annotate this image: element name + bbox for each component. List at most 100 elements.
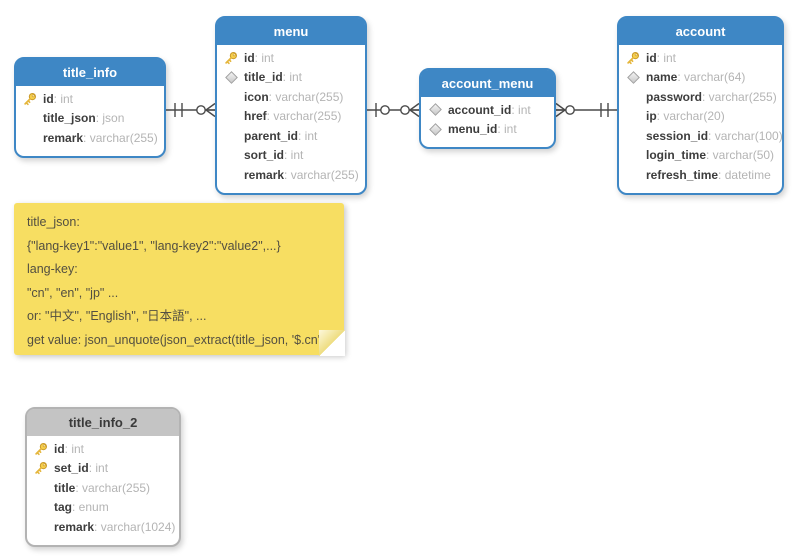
- index-diamond-icon: [427, 121, 443, 137]
- field-name: menu_id: [448, 122, 498, 137]
- sticky-note[interactable]: title_json:{"lang-key1":"value1", "lang-…: [14, 203, 345, 356]
- primary-key-icon: [625, 50, 641, 66]
- sticky-note-line: lang-key:: [27, 262, 78, 276]
- table-title-menu[interactable]: menu: [217, 18, 365, 45]
- field-icon-spacer: [625, 108, 641, 124]
- field-row-title_info-title_json[interactable]: title_json: json: [16, 109, 164, 129]
- relationship-title_info-menu[interactable]: [166, 102, 216, 118]
- field-icon-spacer: [223, 167, 239, 183]
- field-icon-spacer: [22, 110, 38, 126]
- field-row-account-name[interactable]: name: varchar(64): [619, 68, 782, 88]
- field-type: : int: [254, 50, 275, 65]
- table-title-title_info[interactable]: title_info: [16, 59, 164, 86]
- field-type: : varchar(1024): [94, 519, 176, 534]
- field-type: : datetime: [718, 167, 771, 182]
- field-type: : int: [298, 128, 318, 143]
- primary-key-icon: [22, 91, 38, 107]
- field-name: session_id: [646, 128, 709, 143]
- field-row-menu-remark[interactable]: remark: varchar(255): [217, 165, 365, 185]
- field-name: title_json: [43, 111, 96, 126]
- field-row-title_info_2-set_id[interactable]: set_id: int: [27, 459, 179, 479]
- field-row-menu-title_id[interactable]: title_id: int: [217, 68, 365, 88]
- field-row-account-id[interactable]: id: int: [619, 48, 782, 68]
- field-name: remark: [54, 519, 95, 534]
- field-type: : int: [282, 70, 303, 85]
- field-type: : int: [284, 148, 304, 163]
- sticky-note-line: {"lang-key1":"value1", "lang-key2":"valu…: [27, 238, 281, 253]
- field-row-title_info_2-id[interactable]: id: int: [27, 439, 179, 459]
- field-name: refresh_time: [646, 167, 719, 182]
- field-name: id: [244, 50, 255, 65]
- field-type: : varchar(50): [706, 148, 775, 163]
- field-type: : int: [64, 441, 85, 456]
- primary-key-icon: [33, 441, 49, 457]
- field-row-menu-id[interactable]: id: int: [217, 48, 365, 68]
- field-name: parent_id: [244, 128, 299, 143]
- relationship-account_menu-account[interactable]: [555, 102, 617, 118]
- field-row-menu-sort_id[interactable]: sort_id: int: [217, 146, 365, 166]
- relationship-menu-account_menu[interactable]: [367, 102, 420, 118]
- table-title-title_info_2[interactable]: title_info_2: [27, 409, 179, 436]
- field-icon-spacer: [223, 128, 239, 144]
- field-row-account-session_id[interactable]: session_id: varchar(100): [619, 126, 783, 146]
- field-type: : varchar(100): [708, 128, 783, 143]
- field-name: remark: [43, 130, 84, 145]
- field-name: password: [646, 89, 703, 104]
- field-type: : int: [53, 91, 74, 106]
- field-type: : varchar(255): [702, 89, 777, 104]
- field-icon-spacer: [625, 167, 641, 183]
- field-name: href: [244, 109, 267, 124]
- field-row-title_info-id[interactable]: id: int: [16, 89, 164, 109]
- field-type: : int: [511, 102, 531, 117]
- field-name: tag: [54, 500, 72, 515]
- table-title-account_menu[interactable]: account_menu: [421, 70, 554, 97]
- field-row-account-login_time[interactable]: login_time: varchar(50): [619, 146, 782, 166]
- table-title-account[interactable]: account: [619, 18, 782, 45]
- field-name: account_id: [448, 102, 512, 117]
- field-name: id: [43, 91, 54, 106]
- field-row-account_menu-account_id[interactable]: account_id: int: [421, 100, 554, 120]
- field-row-menu-parent_id[interactable]: parent_id: int: [217, 126, 365, 146]
- field-icon-spacer: [33, 519, 49, 535]
- field-icon-spacer: [625, 89, 641, 105]
- field-row-title_info_2-remark[interactable]: remark: varchar(1024): [27, 517, 179, 537]
- field-row-title_info-remark[interactable]: remark: varchar(255): [16, 128, 164, 148]
- field-name: set_id: [54, 461, 89, 476]
- field-name: login_time: [646, 148, 707, 163]
- field-row-account_menu-menu_id[interactable]: menu_id: int: [421, 120, 554, 140]
- field-name: id: [646, 50, 657, 65]
- field-row-title_info_2-tag[interactable]: tag: enum: [27, 498, 179, 518]
- field-row-account-refresh_time[interactable]: refresh_time: datetime: [619, 165, 782, 185]
- field-type: : json: [95, 111, 125, 126]
- sticky-note-line: or: "中文", "English", "日本語", ...: [27, 309, 207, 323]
- field-row-account-password[interactable]: password: varchar(255): [619, 87, 782, 107]
- index-diamond-icon: [625, 69, 641, 85]
- field-name: remark: [244, 167, 285, 182]
- field-type: : varchar(255): [268, 89, 344, 104]
- field-type: : varchar(20): [656, 109, 725, 124]
- field-name: ip: [646, 109, 657, 124]
- field-name: name: [646, 70, 678, 85]
- field-name: title_id: [244, 70, 283, 85]
- field-row-title_info_2-title[interactable]: title: varchar(255): [27, 478, 179, 498]
- field-type: : enum: [72, 500, 109, 515]
- field-name: sort_id: [244, 148, 285, 163]
- field-row-account-ip[interactable]: ip: varchar(20): [619, 107, 782, 127]
- index-diamond-icon: [427, 102, 443, 118]
- field-icon-spacer: [223, 89, 239, 105]
- field-icon-spacer: [33, 499, 49, 515]
- field-type: : int: [656, 50, 677, 65]
- sticky-note-line: "cn", "en", "jp" ...: [27, 285, 119, 300]
- field-row-menu-icon[interactable]: icon: varchar(255): [217, 87, 365, 107]
- field-row-menu-href[interactable]: href: varchar(255): [217, 107, 365, 127]
- field-icon-spacer: [625, 128, 641, 144]
